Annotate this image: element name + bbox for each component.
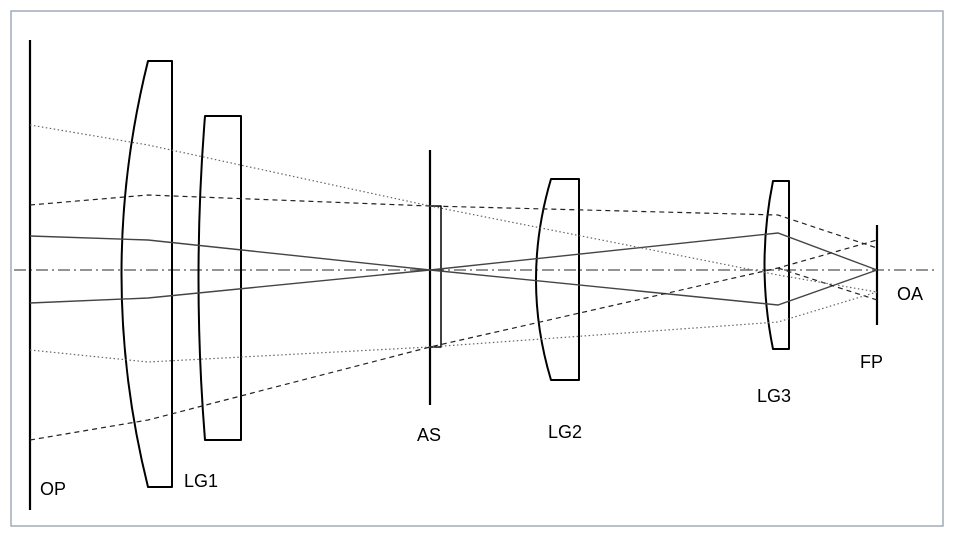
lens-group-3-element [763,180,790,350]
label-aperture-stop: AS [417,425,441,445]
diagram-frame [10,10,944,527]
label-lens-group-3: LG3 [757,386,791,406]
ray-solid-lower [29,232,878,304]
label-lens-group-1: LG1 [184,471,218,491]
label-lens-group-2: LG2 [548,422,582,442]
label-object-plane: OP [40,479,66,499]
ray-dashed-lower [29,239,878,441]
label-focal-plane: FP [860,352,883,372]
label-optical-axis: OA [897,284,923,304]
lens-group-1-element-1 [120,60,173,488]
ray-dotted-upper [29,124,878,293]
ray-dotted-lower [29,291,878,363]
lens-group-2-element [535,178,580,381]
lens-group-1-element-2 [197,115,242,441]
